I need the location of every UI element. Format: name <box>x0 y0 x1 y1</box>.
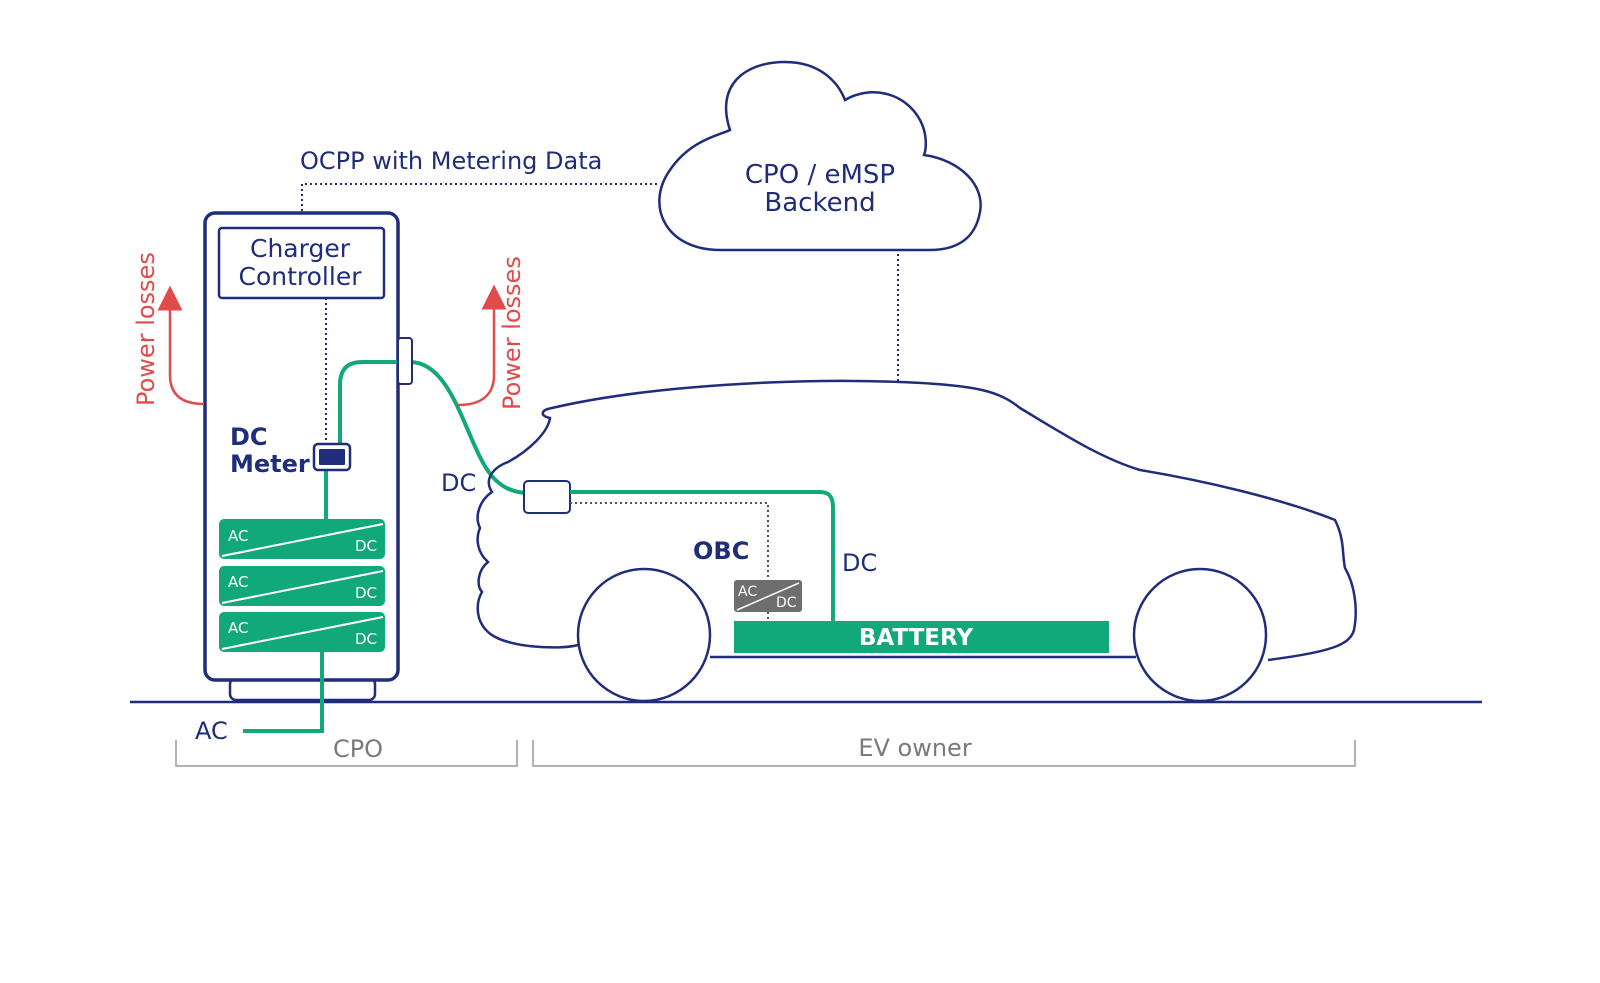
ocpp-label: OCPP with Metering Data <box>300 147 602 175</box>
inlet-to-obc-line <box>570 502 769 580</box>
charger-controller-line1: Charger <box>250 234 351 263</box>
rear-wheel <box>1132 567 1268 703</box>
converter-2-ac: AC <box>228 573 248 591</box>
front-wheel <box>576 567 712 703</box>
power-losses-right-arrow <box>457 284 507 407</box>
ac-input-line <box>243 652 324 733</box>
ev-owner-section-label: EV owner <box>858 734 972 762</box>
obc-dc-label: DC <box>776 595 797 611</box>
charger-cabinet <box>203 211 400 682</box>
cloud-label-line1: CPO / eMSP <box>745 160 895 190</box>
car-charging-inlet <box>523 480 571 514</box>
cable-dc-label: DC <box>441 469 476 497</box>
car-body-outline <box>476 379 1357 662</box>
power-losses-left-arrow <box>157 285 205 406</box>
cable-outlet <box>397 337 413 385</box>
cloud-shape <box>658 60 982 252</box>
converter-3-dc: DC <box>355 630 377 648</box>
ev-owner-bracket <box>532 740 1356 767</box>
converter-module-3: AC DC <box>219 612 385 652</box>
obc-label: OBC <box>693 537 749 565</box>
cloud-label-line2: Backend <box>764 188 875 218</box>
dc-meter-screen <box>319 449 345 465</box>
power-losses-right-label: Power losses <box>498 256 526 410</box>
dc-meter-label-line1: DC <box>230 423 268 451</box>
obc-ac-label: AC <box>738 584 757 600</box>
power-losses-left-label: Power losses <box>132 252 160 406</box>
car-dc-line <box>570 490 835 622</box>
converter-1-ac: AC <box>228 527 248 545</box>
converter-module-1: AC DC <box>219 519 385 559</box>
cpo-section-label: CPO <box>333 735 383 763</box>
converter-3-ac: AC <box>228 619 248 637</box>
obc-converter: AC DC <box>734 580 802 612</box>
dc-meter-label-line2: Meter <box>230 450 310 478</box>
converter-2-dc: DC <box>355 584 377 602</box>
battery-dc-label: DC <box>842 549 877 577</box>
ocpp-connection-line <box>301 183 660 226</box>
charger-controller-box <box>217 226 386 300</box>
battery-label: BATTERY <box>859 625 974 651</box>
charger-controller-line2: Controller <box>239 262 363 291</box>
ac-input-label: AC <box>195 717 228 745</box>
converter-1-dc: DC <box>355 537 377 555</box>
cpo-bracket <box>175 740 518 767</box>
converter-module-2: AC DC <box>219 566 385 606</box>
battery <box>734 621 1109 653</box>
